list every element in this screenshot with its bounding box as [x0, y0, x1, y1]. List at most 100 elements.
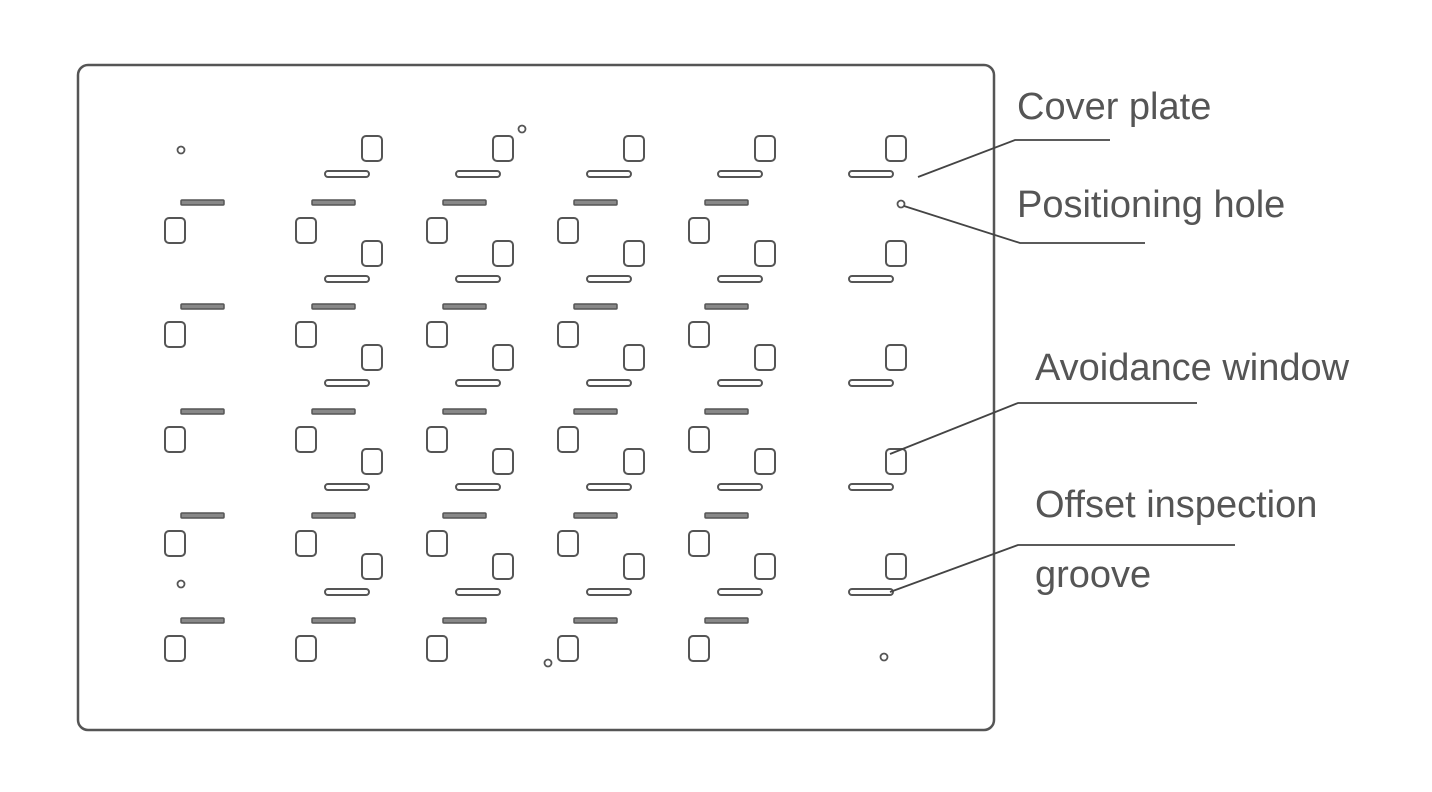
offset-inspection-groove	[455, 379, 501, 387]
avoidance-window	[492, 344, 514, 371]
avoidance-window	[688, 530, 710, 557]
avoidance-window	[557, 321, 579, 348]
offset-inspection-groove	[324, 588, 370, 596]
leader-offset-groove	[889, 544, 1235, 593]
offset-inspection-groove	[848, 275, 894, 283]
positioning-hole	[896, 199, 906, 209]
avoidance-window	[492, 135, 514, 162]
avoidance-window	[557, 217, 579, 244]
avoidance-window	[557, 426, 579, 453]
offset-inspection-groove	[442, 512, 487, 519]
avoidance-window	[295, 530, 317, 557]
avoidance-window	[754, 344, 776, 371]
label-groove: groove	[1035, 554, 1152, 596]
avoidance-window	[361, 448, 383, 475]
offset-inspection-groove	[704, 199, 749, 206]
offset-inspection-groove	[311, 303, 356, 310]
offset-inspection-groove	[704, 617, 749, 624]
offset-inspection-groove	[455, 483, 501, 491]
avoidance-window	[885, 135, 907, 162]
offset-inspection-groove	[717, 379, 763, 387]
offset-inspection-groove	[717, 483, 763, 491]
offset-inspection-groove	[586, 588, 632, 596]
avoidance-window	[688, 321, 710, 348]
avoidance-window	[492, 240, 514, 267]
avoidance-window	[754, 448, 776, 475]
avoidance-window	[623, 344, 645, 371]
offset-inspection-groove	[442, 617, 487, 624]
avoidance-window	[295, 217, 317, 244]
avoidance-window	[492, 448, 514, 475]
avoidance-window	[426, 530, 448, 557]
offset-inspection-groove	[717, 170, 763, 178]
offset-inspection-groove	[586, 275, 632, 283]
avoidance-window	[557, 635, 579, 662]
offset-inspection-groove	[311, 199, 356, 206]
avoidance-window	[557, 530, 579, 557]
avoidance-window	[688, 426, 710, 453]
leader-positioning-hole	[903, 205, 1145, 244]
avoidance-window	[426, 321, 448, 348]
offset-inspection-groove	[180, 408, 225, 415]
label-cover-plate: Cover plate	[1017, 86, 1212, 128]
avoidance-window	[754, 553, 776, 580]
avoidance-window	[164, 635, 186, 662]
offset-inspection-groove	[717, 275, 763, 283]
positioning-hole	[176, 145, 186, 155]
avoidance-window	[164, 530, 186, 557]
avoidance-window	[623, 240, 645, 267]
avoidance-window	[361, 553, 383, 580]
offset-inspection-groove	[180, 617, 225, 624]
offset-inspection-groove	[586, 483, 632, 491]
positioning-hole	[176, 579, 186, 589]
cover-plate-outline	[76, 63, 996, 732]
avoidance-window	[164, 321, 186, 348]
offset-inspection-groove	[180, 512, 225, 519]
offset-inspection-groove	[442, 408, 487, 415]
label-positioning-hole: Positioning hole	[1017, 184, 1286, 226]
offset-inspection-groove	[573, 303, 618, 310]
offset-inspection-groove	[455, 170, 501, 178]
offset-inspection-groove	[848, 483, 894, 491]
avoidance-window	[885, 553, 907, 580]
avoidance-window	[688, 217, 710, 244]
positioning-hole	[517, 124, 527, 134]
offset-inspection-groove	[455, 588, 501, 596]
offset-inspection-groove	[848, 588, 894, 596]
avoidance-window	[688, 635, 710, 662]
avoidance-window	[164, 426, 186, 453]
offset-inspection-groove	[442, 199, 487, 206]
offset-inspection-groove	[704, 512, 749, 519]
offset-inspection-groove	[704, 303, 749, 310]
positioning-hole	[543, 658, 553, 668]
offset-inspection-groove	[180, 199, 225, 206]
avoidance-window	[426, 217, 448, 244]
offset-inspection-groove	[573, 617, 618, 624]
offset-inspection-groove	[311, 617, 356, 624]
offset-inspection-groove	[573, 512, 618, 519]
avoidance-window	[361, 135, 383, 162]
avoidance-window	[885, 240, 907, 267]
avoidance-window	[492, 553, 514, 580]
offset-inspection-groove	[442, 303, 487, 310]
offset-inspection-groove	[324, 170, 370, 178]
leader-cover-plate	[917, 139, 1110, 178]
offset-inspection-groove	[704, 408, 749, 415]
offset-inspection-groove	[848, 379, 894, 387]
avoidance-window	[361, 344, 383, 371]
avoidance-window	[623, 448, 645, 475]
offset-inspection-groove	[573, 199, 618, 206]
avoidance-window	[885, 344, 907, 371]
avoidance-window	[754, 135, 776, 162]
avoidance-window	[623, 135, 645, 162]
offset-inspection-groove	[311, 408, 356, 415]
positioning-hole	[879, 652, 889, 662]
offset-inspection-groove	[573, 408, 618, 415]
avoidance-window	[295, 635, 317, 662]
avoidance-window	[885, 448, 907, 475]
avoidance-window	[164, 217, 186, 244]
offset-inspection-groove	[311, 512, 356, 519]
offset-inspection-groove	[324, 379, 370, 387]
avoidance-window	[295, 426, 317, 453]
